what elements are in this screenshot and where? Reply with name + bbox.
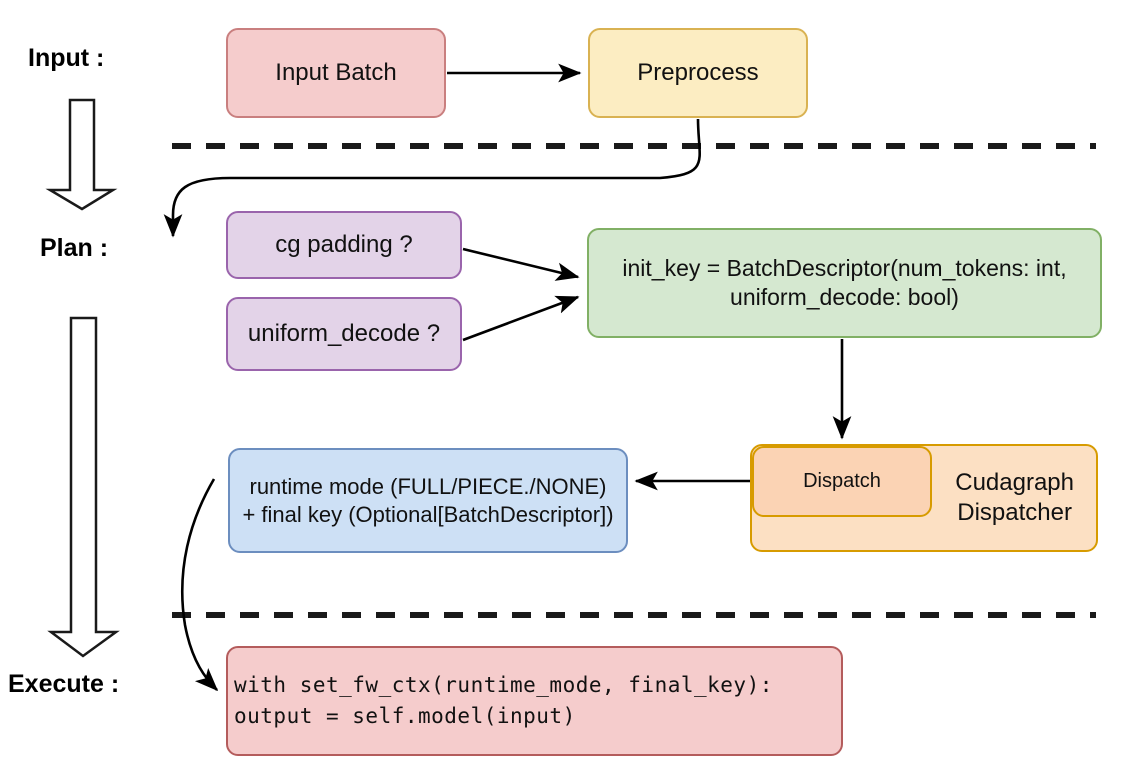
node-runtime-mode-label: runtime mode (FULL/PIECE./NONE) + final … xyxy=(242,474,614,527)
node-preprocess[interactable]: Preprocess xyxy=(588,28,808,118)
stage-label-execute: Execute : xyxy=(8,670,120,698)
node-uniform-decode-label: uniform_decode ? xyxy=(247,320,441,347)
node-dispatch-label: Dispatch xyxy=(803,470,881,492)
stage-label-input: Input : xyxy=(28,44,105,72)
plan-to-execute-arrow xyxy=(47,316,120,658)
node-input-batch-label: Input Batch xyxy=(275,59,397,86)
node-dispatch[interactable]: Dispatch xyxy=(752,446,932,517)
node-preprocess-label: Preprocess xyxy=(637,59,759,86)
edge-cg-padding-to-init-key xyxy=(462,247,580,281)
node-exec-code[interactable]: with set_fw_ctx(runtime_mode, final_key)… xyxy=(226,646,843,756)
node-cudagraph-dispatcher-label: Cudagraph Dispatcher xyxy=(955,469,1074,526)
edge-uniform-decode-to-init-key xyxy=(462,295,580,342)
node-exec-code-label: with set_fw_ctx(runtime_mode, final_key)… xyxy=(234,672,773,729)
node-cg-padding[interactable]: cg padding ? xyxy=(226,211,462,279)
node-uniform-decode[interactable]: uniform_decode ? xyxy=(226,297,462,371)
input-to-plan-arrow xyxy=(45,98,118,211)
node-runtime-mode[interactable]: runtime mode (FULL/PIECE./NONE) + final … xyxy=(228,448,628,553)
node-init-key[interactable]: init_key = BatchDescriptor(num_tokens: i… xyxy=(587,228,1102,338)
node-cg-padding-label: cg padding ? xyxy=(275,231,413,258)
edge-runtime-mode-to-exec-code xyxy=(180,478,219,692)
stage-label-plan: Plan : xyxy=(40,234,109,262)
node-init-key-label: init_key = BatchDescriptor(num_tokens: i… xyxy=(622,255,1067,310)
node-input-batch[interactable]: Input Batch xyxy=(226,28,446,118)
